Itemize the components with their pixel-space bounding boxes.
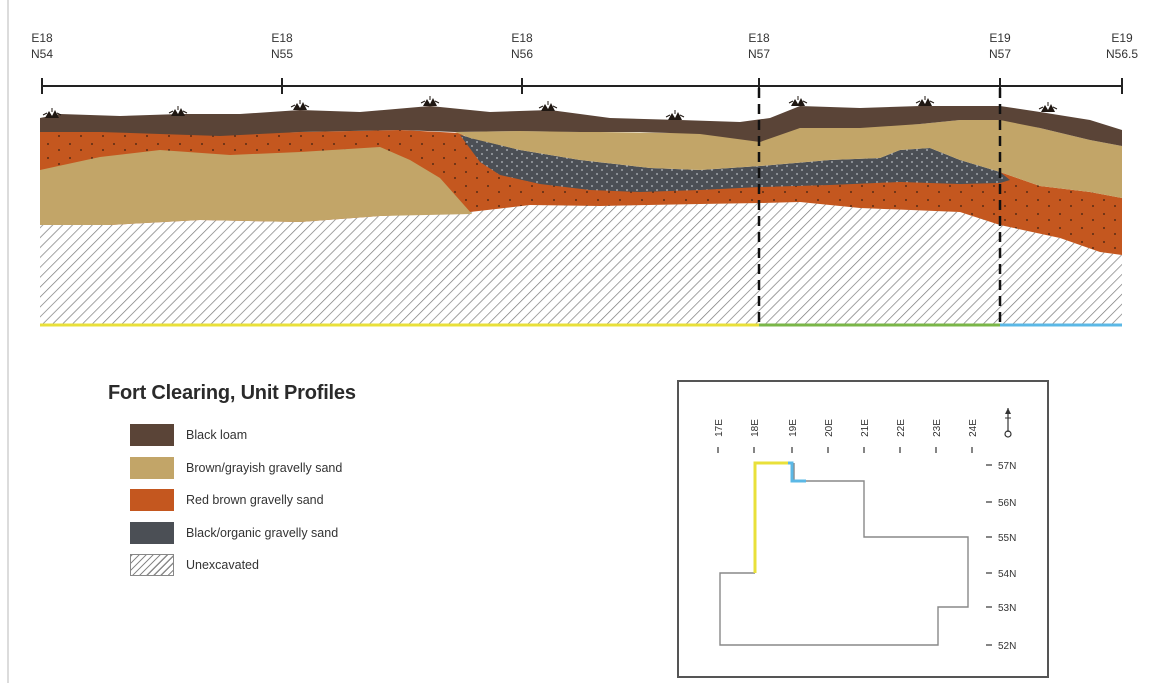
legend-label: Unexcavated xyxy=(186,558,259,573)
outline-yellow-segment xyxy=(753,461,790,573)
station-label-northing: N54 xyxy=(31,47,53,61)
legend-item-unexcavated: Unexcavated xyxy=(108,549,448,582)
vegetation-icon xyxy=(538,101,558,111)
station-label-northing: N56.5 xyxy=(1106,47,1138,61)
legend: Fort Clearing, Unit Profiles Black loam … xyxy=(108,382,448,582)
layer-black-organic xyxy=(460,135,1010,192)
grid-east-label: 23E xyxy=(932,419,943,437)
vegetation-icon xyxy=(665,110,685,120)
legend-item-black-loam: Black loam xyxy=(108,419,448,452)
grid-east-label: 22E xyxy=(896,419,907,437)
vegetation-icon xyxy=(290,100,310,110)
station-label-northing: N57 xyxy=(748,47,770,61)
legend-item-brown-gravelly-sand: Brown/grayish gravelly sand xyxy=(108,452,448,485)
station-label-easting: E19 xyxy=(1111,31,1133,45)
station-label-easting: E18 xyxy=(31,31,53,45)
vegetation-icon xyxy=(42,108,62,118)
outline-blue-segment xyxy=(788,461,806,483)
vegetation-icon xyxy=(420,96,440,106)
grid-north-label: 53N xyxy=(998,603,1016,614)
grid-north-label: 52N xyxy=(998,641,1016,652)
grid-east-label: 17E xyxy=(714,419,725,437)
legend-label: Red brown gravelly sand xyxy=(186,493,324,508)
svg-text:24E: 24E xyxy=(968,419,979,437)
grid-east-label: 20E xyxy=(824,419,835,437)
grid-east-label: 21E xyxy=(860,419,871,437)
legend-item-black-organic-gravelly-sand: Black/organic gravelly sand xyxy=(108,517,448,550)
svg-text:18E: 18E xyxy=(750,419,761,437)
layer-unexcavated xyxy=(40,202,1122,326)
vegetation-icon xyxy=(915,96,935,106)
legend-label: Black/organic gravelly sand xyxy=(186,525,339,540)
legend-item-red-brown-gravelly-sand: Red brown gravelly sand xyxy=(108,484,448,517)
svg-text:20E: 20E xyxy=(824,419,835,437)
layer-black-loam xyxy=(40,106,1122,146)
station-label-easting: E18 xyxy=(511,31,533,45)
grid-north-label: 55N xyxy=(998,533,1016,544)
svg-text:19E: 19E xyxy=(788,419,799,437)
vegetation-icon xyxy=(788,96,808,106)
legend-swatch-red-brown-gravelly-sand xyxy=(130,489,174,512)
svg-text:22E: 22E xyxy=(896,419,907,437)
north-arrow-icon xyxy=(1004,408,1012,438)
soil-profile xyxy=(40,88,1122,327)
station-label-northing: N56 xyxy=(511,47,533,61)
grid-map-frame xyxy=(677,380,1049,678)
layer-brown-gravelly-right xyxy=(455,118,1122,198)
legend-label: Black loam xyxy=(186,428,248,443)
station-label-northing: N55 xyxy=(271,47,293,61)
legend-swatch-black-organic-gravelly-sand xyxy=(130,521,174,544)
svg-text:23E: 23E xyxy=(932,419,943,437)
svg-text:21E: 21E xyxy=(860,419,871,437)
legend-swatch-unexcavated xyxy=(130,554,174,577)
station-label-easting: E19 xyxy=(989,31,1011,45)
grid-north-label: 56N xyxy=(998,498,1016,509)
grid-map: 17E 18E 19E 20E 21E 22E 23E 24E 57N 56N 55N 54N 53N… xyxy=(677,380,1049,678)
excavation-outline xyxy=(719,463,969,646)
station-label-easting: E18 xyxy=(271,31,293,45)
vegetation-icon xyxy=(1038,102,1058,112)
station-label-northing: N57 xyxy=(989,47,1011,61)
grid-east-label: 19E xyxy=(788,419,799,437)
legend-swatch-brown-gravelly-sand xyxy=(130,456,174,479)
station-label-easting: E18 xyxy=(748,31,770,45)
svg-text:17E: 17E xyxy=(714,419,725,437)
grid-east-label: 18E xyxy=(750,419,761,437)
legend-label: Brown/grayish gravelly sand xyxy=(186,460,343,475)
layer-brown-gravelly xyxy=(40,147,472,225)
grid-east-label: 24E xyxy=(968,419,979,437)
legend-title: Fort Clearing, Unit Profiles xyxy=(108,382,356,404)
grid-north-label: 54N xyxy=(998,569,1016,580)
vegetation-icon xyxy=(168,106,188,116)
legend-swatch-black-loam xyxy=(130,424,174,447)
grid-north-label: 57N xyxy=(998,461,1016,472)
